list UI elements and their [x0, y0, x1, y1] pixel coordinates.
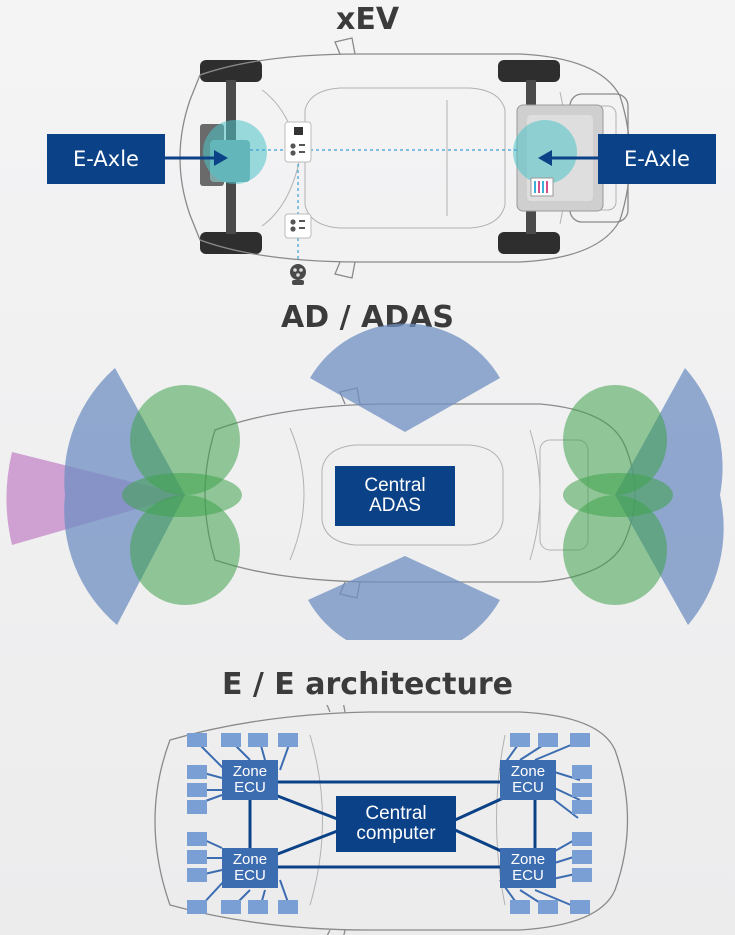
onboard-charger-icon	[284, 213, 312, 239]
zone-ecu-rear-left: Zone ECU	[222, 848, 278, 888]
adas-sensor-diagram	[6, 323, 724, 640]
xev-car-diagram	[165, 37, 631, 285]
ecu-label: ECU	[512, 779, 544, 796]
rear-camera-coverage	[563, 385, 673, 605]
front-motor-highlight	[203, 120, 267, 184]
zone-label: Zone	[232, 851, 268, 869]
zone-ecu-front-right: Zone ECU	[500, 760, 556, 800]
ecu-node	[187, 733, 592, 914]
charging-plug-icon	[290, 264, 306, 285]
side-radar-bottom	[308, 556, 500, 640]
central-adas-line2: ADAS	[369, 495, 421, 516]
e-axle-left-label: E-Axle	[47, 134, 165, 184]
central-adas-box: Central ADAS	[335, 466, 455, 526]
zone-label: Zone	[510, 851, 546, 869]
zone-ecu-front-left: Zone ECU	[222, 760, 278, 800]
wheel-icon	[200, 60, 560, 254]
central-computer-line2: computer	[356, 823, 436, 844]
side-radar-top	[310, 323, 500, 432]
central-computer-line1: Central	[365, 803, 427, 825]
battery-icon	[530, 177, 554, 197]
ee-architecture-diagram	[154, 705, 629, 935]
ecu-label: ECU	[512, 867, 544, 884]
xev-title: xEV	[335, 2, 400, 37]
arrow-icon	[165, 150, 598, 166]
central-computer-box: Central computer	[336, 796, 456, 852]
zone-label: Zone	[510, 763, 546, 781]
rear-motor-highlight	[513, 120, 577, 184]
ecu-label: ECU	[234, 779, 266, 796]
e-axle-right-label: E-Axle	[598, 134, 716, 184]
controller-icon	[284, 121, 312, 163]
zone-label: Zone	[232, 763, 268, 781]
ecu-label: ECU	[234, 867, 266, 884]
front-camera-coverage	[122, 385, 242, 605]
central-adas-line1: Central	[364, 475, 426, 497]
ee-title: E / E architecture	[221, 667, 514, 702]
zone-ecu-rear-right: Zone ECU	[500, 848, 556, 888]
